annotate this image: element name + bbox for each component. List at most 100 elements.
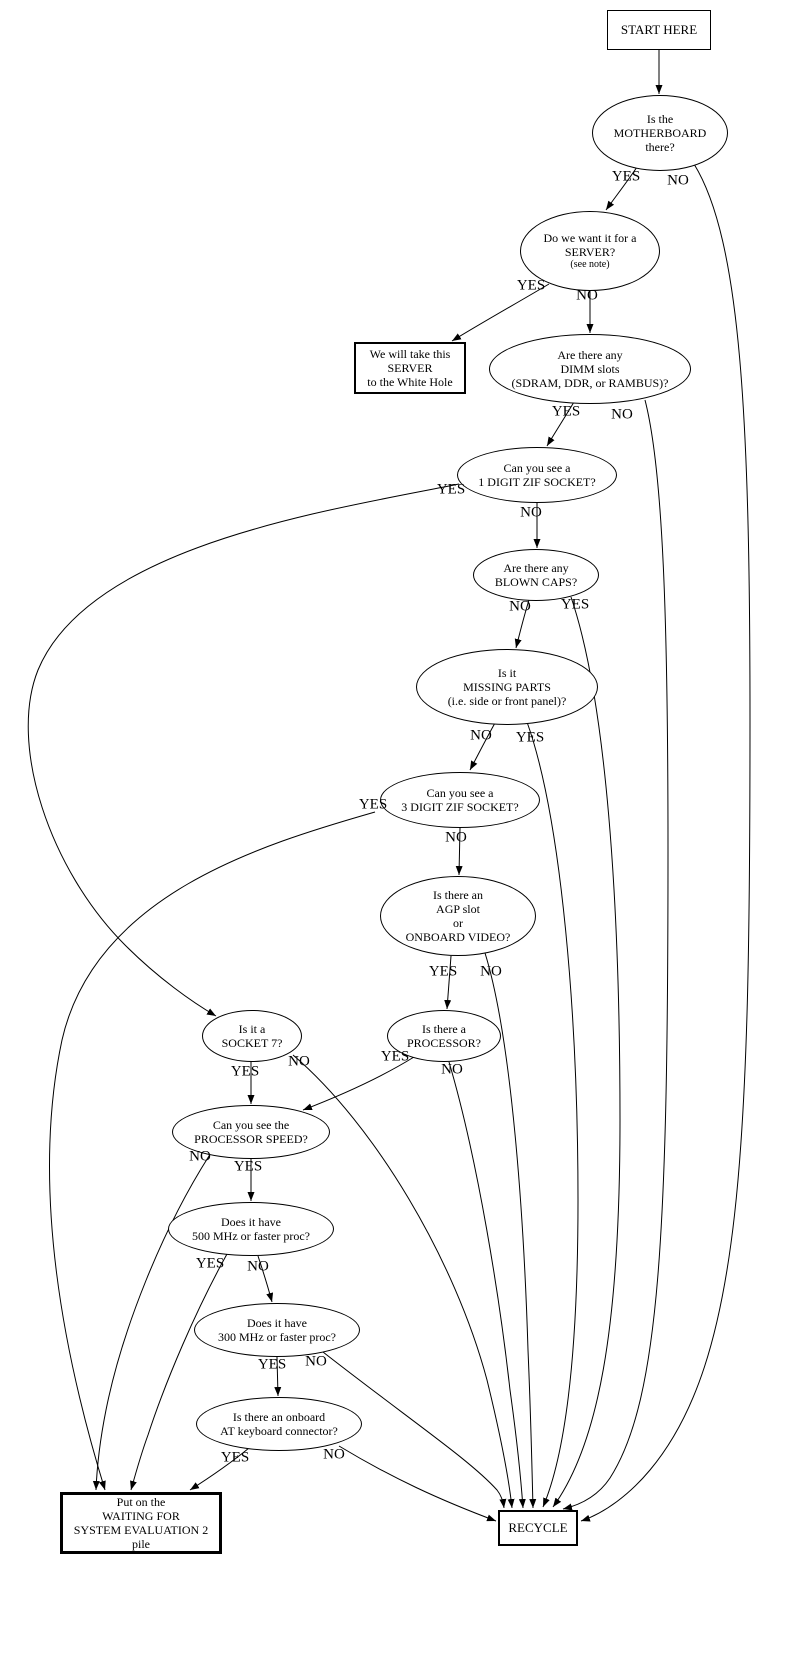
node-text-line: MISSING PARTS (463, 679, 551, 694)
edge-blowncaps-to-recycle (552, 596, 621, 1508)
edge-label-agp-no: NO (480, 963, 502, 980)
edge-blowncaps-to-missing (514, 599, 530, 649)
node-300mhz-question: Does it have 300 MHz or faster proc? (194, 1303, 360, 1357)
edge-processor-to-speed (302, 1056, 415, 1111)
edge-zif3-to-waiting (49, 811, 376, 1491)
node-motherboard-question: Is the MOTHERBOARD there? (592, 95, 728, 171)
edge-agp-to-recycle (484, 952, 537, 1509)
node-text-line: Can you see the (212, 1117, 290, 1132)
node-text-line: Is there a (422, 1021, 466, 1036)
edge-zif3-to-agp (455, 827, 463, 876)
edge-agp-to-processor (444, 955, 452, 1010)
node-text-line: AGP slot (436, 901, 480, 916)
node-text-line: Put on the (116, 1494, 166, 1509)
edge-label-server-yes: YES (516, 277, 546, 294)
node-text-line: 500 MHz or faster proc? (192, 1229, 310, 1243)
edge-label-blowncaps-yes: YES (560, 596, 590, 613)
node-agp-onboard-video-question: Is there an AGP slot or ONBOARD VIDEO? (380, 876, 536, 956)
edge-motherboard-to-server (605, 166, 638, 211)
node-text-line: Are there any (503, 560, 569, 575)
node-text-line: Is there an onboard (232, 1409, 326, 1424)
edge-label-mhz500-no: NO (247, 1258, 269, 1275)
edge-mhz300-to-atkbd (274, 1356, 282, 1397)
node-processor-question: Is there a PROCESSOR? (387, 1010, 501, 1062)
node-waiting-evaluation-outcome: Put on the WAITING FOR SYSTEM EVALUATION… (60, 1492, 222, 1554)
node-dimm-slots-question: Are there any DIMM slots (SDRAM, DDR, or… (489, 334, 691, 404)
edge-mhz500-to-waiting (130, 1253, 228, 1491)
node-text-line: Can you see a (426, 785, 494, 800)
node-at-keyboard-question: Is there an onboard AT keyboard connecto… (196, 1397, 362, 1451)
edge-zif1-to-socket7 (27, 483, 460, 1017)
node-text-line: DIMM slots (560, 361, 620, 376)
edge-socket7-to-recycle (292, 1054, 515, 1509)
node-text-line: SERVER? (564, 245, 616, 260)
edge-dimm-to-recycle (562, 399, 669, 1511)
node-missing-parts-question: Is it MISSING PARTS (i.e. side or front … (416, 649, 598, 725)
node-text-line: 300 MHz or faster proc? (218, 1330, 336, 1344)
node-text-line: (i.e. side or front panel)? (447, 694, 567, 709)
node-text-line: Is there an (433, 887, 483, 902)
edge-label-atkbd-yes: YES (220, 1449, 250, 1466)
edge-missing-to-zif3 (469, 722, 496, 771)
node-text-line: AT keyboard connector? (220, 1424, 338, 1438)
node-text-line: Can you see a (503, 460, 571, 475)
edge-label-blowncaps-no: NO (509, 598, 531, 615)
edge-label-motherboard-no: NO (667, 172, 689, 189)
node-text-line: RECYCLE (508, 1520, 568, 1536)
edge-label-zif1-yes: YES (436, 481, 466, 498)
node-text-line: START HERE (620, 22, 698, 38)
edge-missing-to-recycle (526, 721, 579, 1508)
edge-label-server-no: NO (576, 287, 598, 304)
node-text-line: BLOWN CAPS? (494, 575, 578, 589)
edge-label-speed-no: NO (189, 1148, 211, 1165)
edge-mhz500-to-mhz300 (257, 1255, 274, 1303)
edge-atkbd-to-recycle (338, 1445, 497, 1522)
node-text-line: or (453, 916, 463, 930)
edge-label-dimm-yes: YES (551, 403, 581, 420)
node-text-line: (SDRAM, DDR, or RAMBUS)? (511, 376, 669, 391)
edge-label-mhz300-yes: YES (257, 1356, 287, 1373)
node-text-line: Do we want it for a (543, 230, 637, 245)
edge-server-to-whitehole (451, 283, 550, 342)
edge-label-agp-yes: YES (428, 963, 458, 980)
node-socket-7-question: Is it a SOCKET 7? (202, 1010, 302, 1062)
node-text-line: We will take this (369, 346, 451, 361)
node-start-here: START HERE (607, 10, 711, 50)
node-text-line: WAITING FOR (102, 1508, 180, 1523)
edge-label-processor-no: NO (441, 1061, 463, 1078)
edge-speed-to-waiting (92, 1155, 210, 1491)
node-text-line: SOCKET 7? (221, 1036, 283, 1050)
node-text-line: MOTHERBOARD (613, 125, 707, 140)
node-500mhz-question: Does it have 500 MHz or faster proc? (168, 1202, 334, 1256)
node-text-line: to the White Hole (367, 375, 453, 390)
node-text-line: 3 DIGIT ZIF SOCKET? (401, 800, 519, 814)
node-blown-caps-question: Are there any BLOWN CAPS? (473, 549, 599, 601)
node-text-line: PROCESSOR? (406, 1036, 482, 1050)
node-text-line: SERVER (387, 360, 433, 375)
edge-motherboard-to-recycle (580, 163, 751, 1522)
edge-label-processor-yes: YES (380, 1048, 410, 1065)
node-text-line: Is the (646, 111, 674, 126)
node-text-line: Is it a (238, 1021, 266, 1036)
node-1-digit-zif-question: Can you see a 1 DIGIT ZIF SOCKET? (457, 447, 617, 503)
edge-label-speed-yes: YES (233, 1158, 263, 1175)
edge-label-zif3-no: NO (445, 829, 467, 846)
edge-processor-to-recycle (448, 1061, 526, 1509)
node-text-line: pile (132, 1537, 150, 1552)
edge-mhz300-to-recycle (322, 1351, 507, 1509)
node-server-question: Do we want it for a SERVER? (see note) (520, 211, 660, 291)
edge-label-zif1-no: NO (520, 504, 542, 521)
node-3-digit-zif-question: Can you see a 3 DIGIT ZIF SOCKET? (380, 772, 540, 828)
edge-label-missing-no: NO (470, 727, 492, 744)
node-white-hole-outcome: We will take this SERVER to the White Ho… (354, 342, 466, 394)
node-text-line: 1 DIGIT ZIF SOCKET? (478, 475, 596, 489)
node-text-line: SYSTEM EVALUATION 2 (73, 1523, 209, 1537)
node-text-line: Does it have (247, 1315, 307, 1330)
edge-label-socket7-no: NO (288, 1053, 310, 1070)
node-text-line: there? (645, 140, 675, 155)
node-text-line: Does it have (221, 1214, 281, 1229)
edge-label-mhz500-yes: YES (195, 1255, 225, 1272)
node-recycle-outcome: RECYCLE (498, 1510, 578, 1546)
